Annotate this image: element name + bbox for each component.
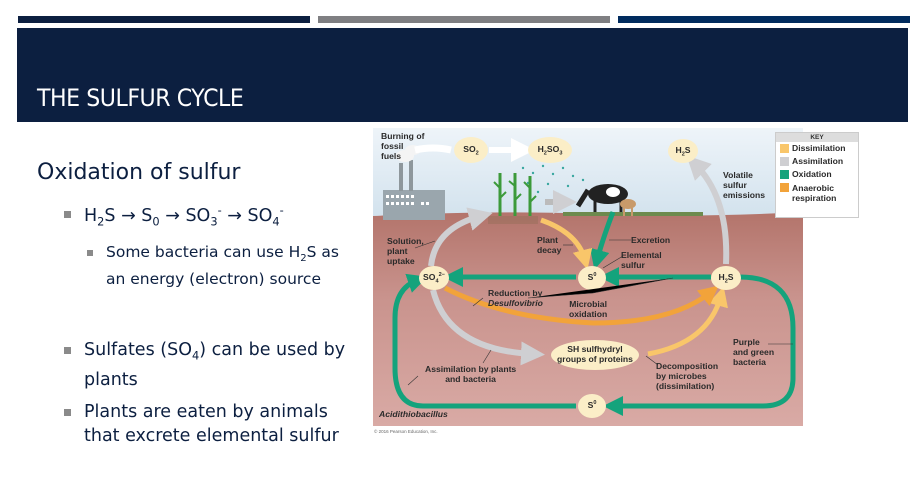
key-item-assimilation: Assimilation xyxy=(776,155,858,168)
label-s0-bottom: S0 xyxy=(587,400,597,410)
bubble-so2 xyxy=(454,137,488,163)
label-so4: SO42− xyxy=(423,272,445,285)
corn-plants-icon xyxy=(493,173,537,216)
label-reduction: Reduction by xyxy=(488,288,543,298)
swatch-dissimilation xyxy=(780,144,789,153)
label-h2s-top: H2S xyxy=(675,145,691,158)
bubble-s0-bottom xyxy=(578,394,606,418)
bullet-oxidation-chain: H2S → S0 → SO3- → SO4- xyxy=(84,203,284,229)
bullet-marker xyxy=(64,211,71,218)
label-sh-proteins: SH sulfhydryl groups of proteins xyxy=(557,344,633,364)
bullet-plants-eaten: Plants are eaten by animals that excrete… xyxy=(84,402,339,446)
arrow-solution-uptake xyxy=(428,207,493,267)
soil xyxy=(373,212,803,426)
arrow-volatile-emissions xyxy=(686,155,730,265)
label-microbial-oxidation: Microbial oxidation xyxy=(569,299,608,319)
bubble-s0-middle xyxy=(578,266,606,290)
factory-icon xyxy=(383,145,445,220)
legend-key: KEY Dissimilation Assimilation Oxidation… xyxy=(775,132,859,218)
key-item-anaerobic: Anaerobic respiration xyxy=(776,181,858,203)
arrow-oxidation-loop-right xyxy=(603,274,796,416)
arrow-assimilation xyxy=(430,289,545,366)
label-assimilation: Assimilation by plants and bacteria xyxy=(425,364,517,384)
sub-bullet-bacteria: Some bacteria can use H2S as an energy (… xyxy=(106,243,339,289)
label-decomposition: Decomposition by microbes (dissimilation… xyxy=(656,361,719,391)
swatch-oxidation xyxy=(780,170,789,179)
arrow-smoke-to-so2 xyxy=(414,144,452,154)
label-excretion: Excretion xyxy=(631,235,671,245)
arrow-acidithiobacillus xyxy=(392,273,576,409)
key-title: KEY xyxy=(776,133,858,142)
bubble-h2so3 xyxy=(528,137,572,163)
bubble-h2s-right xyxy=(711,266,741,290)
bullet-sulfates: Sulfates (SO4) can be used by plants xyxy=(84,340,346,390)
label-s0-middle: S0 xyxy=(587,272,597,282)
bubble-h2s-top xyxy=(668,139,698,163)
arrow-reduction-desulfovibrio xyxy=(443,285,719,326)
bubble-sh-proteins xyxy=(551,340,639,370)
title-band: THE SULFUR CYCLE xyxy=(17,28,908,122)
label-plant-decay: Plant decay xyxy=(537,235,562,255)
sulfur-cycle-diagram: Burning of fossil fuels SO2 H2SO3 H2S Vo… xyxy=(373,128,859,426)
label-purple-green-bacteria: Purple and green bacteria xyxy=(733,337,775,367)
key-item-oxidation: Oxidation xyxy=(776,168,858,181)
label-elemental-sulfur: Elemental sulfur xyxy=(621,250,662,270)
label-desulfovibrio: Desulfovibrio xyxy=(488,298,543,308)
header-bar-2 xyxy=(318,16,610,23)
cow-icon xyxy=(575,184,636,216)
slide-title: THE SULFUR CYCLE xyxy=(37,84,244,112)
bullet-marker xyxy=(64,347,71,354)
label-solution-uptake: Solution, plant uptake xyxy=(387,236,424,266)
label-acidithiobacillus: Acidithiobacillus xyxy=(379,409,448,419)
label-h2so3: H2SO3 xyxy=(537,144,563,157)
swatch-anaerobic xyxy=(780,183,789,192)
label-burning-fossil-fuels: Burning of fossil fuels xyxy=(381,131,425,161)
sub-bullet-marker xyxy=(87,250,93,256)
header-bar-3 xyxy=(618,16,910,23)
label-volatile-emissions: Volatile sulfur emissions xyxy=(723,170,766,200)
roots xyxy=(488,216,538,224)
key-item-dissimilation: Dissimilation xyxy=(776,142,858,155)
leader-lines xyxy=(407,239,793,386)
bubble-so4 xyxy=(419,266,449,290)
swatch-assimilation xyxy=(780,157,789,166)
label-so2: SO2 xyxy=(463,144,479,157)
arrow-excretion xyxy=(589,211,616,270)
diagram-graphics xyxy=(373,128,803,426)
bullet-marker xyxy=(64,409,71,416)
heading: Oxidation of sulfur xyxy=(37,160,241,185)
arrow-plant-decay xyxy=(540,217,593,270)
header-bar-1 xyxy=(18,16,310,23)
label-h2s-right: H2S xyxy=(718,272,734,285)
copyright: © 2016 Pearson Education, Inc. xyxy=(374,429,438,434)
